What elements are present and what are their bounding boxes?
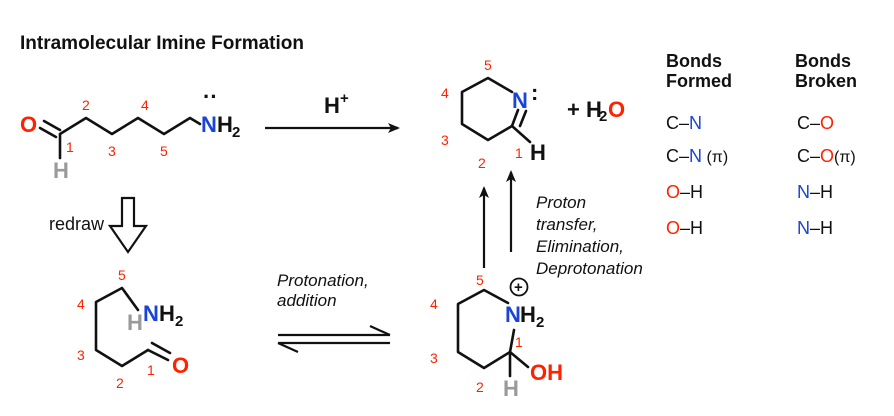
- hemiaminal-number-3: 3: [430, 350, 438, 366]
- redraw-hollow-arrow: [107, 196, 149, 254]
- equilibrium-reverse-barb: [277, 341, 299, 354]
- hemiaminal-number-5: 5: [476, 272, 484, 288]
- imine-ring-chain: [460, 76, 514, 142]
- redraw-label: redraw: [49, 214, 105, 234]
- imine-ch-bond: [510, 124, 532, 144]
- acid-catalyst-h: H: [324, 93, 340, 118]
- redrawn-oxygen: O: [172, 353, 189, 378]
- water-plus-h: + H: [567, 97, 602, 122]
- water-oxygen: O: [608, 97, 625, 122]
- equilibrium-forward-barb: [369, 324, 391, 337]
- imine-hydrogen: H: [530, 140, 546, 165]
- positive-charge-circle: [509, 277, 529, 297]
- carbon-chain: [58, 116, 202, 136]
- cyclic-imine-product: N : H 5 4 3 2 1: [441, 57, 546, 171]
- bonds-broken-header-2: Broken: [795, 71, 857, 91]
- positive-charge-sign: +: [514, 279, 523, 296]
- bonds-broken-column: Bonds Broken C–O C–O(π) N–H N–H: [795, 51, 857, 238]
- redrawn-number-2: 2: [116, 375, 124, 391]
- hemiaminal-subscript-2: 2: [536, 314, 544, 331]
- imine-c-n-double: [518, 109, 528, 128]
- redrawn-co-bond-b: [150, 341, 172, 355]
- start-number-5: 5: [160, 143, 168, 159]
- formed-bond-row: C–N (π): [666, 146, 728, 166]
- redrawn-amine-h: H: [159, 301, 175, 326]
- page-title: Intramolecular Imine Formation: [20, 33, 304, 54]
- hemiaminal-number-2: 2: [476, 379, 484, 395]
- imine-c-n-bond: [510, 108, 520, 128]
- imine-nitrogen: N: [512, 88, 528, 113]
- bonds-formed-column: Bonds Formed C–N C–N (π) O–H O–H: [666, 51, 732, 238]
- product-number-3: 3: [441, 132, 449, 148]
- bonds-formed-header-2: Formed: [666, 71, 732, 91]
- equilibrium-arrows: [277, 324, 391, 354]
- start-number-1: 1: [66, 139, 74, 155]
- start-number-3: 3: [108, 143, 116, 159]
- protonation-label-line1: Protonation,: [277, 271, 369, 290]
- formed-bond-row: C–N: [666, 113, 702, 133]
- imine-lone-pair: :: [531, 80, 538, 105]
- aldehyde-hydrogen: H: [53, 158, 69, 183]
- redrawn-number-5: 5: [118, 267, 126, 283]
- hemiaminal-number-4: 4: [430, 296, 438, 312]
- acid-catalyst-plus: +: [340, 90, 349, 107]
- product-number-1: 1: [515, 145, 523, 161]
- product-number-5: 5: [484, 57, 492, 73]
- protonated-hemiaminal: N H 2 + OH H 5 4 3 2 1: [430, 272, 563, 401]
- broken-bond-row: N–H: [797, 218, 833, 238]
- broken-bond-row: N–H: [797, 182, 833, 202]
- proton-transfer-line1: Proton: [536, 193, 586, 212]
- hemiaminal-hydrogen: H: [503, 376, 519, 401]
- redrawn-number-1: 1: [147, 362, 155, 378]
- protonation-label-line2: addition: [277, 291, 337, 310]
- amine-hydrogen: H: [217, 112, 233, 137]
- redrawn-nitrogen: N: [143, 301, 159, 326]
- broken-bond-row: C–O: [797, 113, 834, 133]
- redrawn-aminoaldehyde: N H 2 H O 5 4 3 2 1: [77, 267, 189, 391]
- hemiaminal-number-1: 1: [515, 334, 523, 350]
- hemiaminal-c-oh-bond: [508, 350, 530, 369]
- co-double-bond-a: [42, 119, 62, 132]
- redrawn-co-bond-a: [146, 348, 170, 362]
- amine-subscript-2: 2: [232, 124, 240, 141]
- broken-bond-row: C–O(π): [797, 146, 856, 166]
- water-subscript: 2: [599, 108, 607, 125]
- start-number-4: 4: [141, 97, 149, 113]
- co-double-bond-b: [38, 126, 58, 139]
- proton-transfer-line4: Deprotonation: [536, 259, 643, 278]
- redrawn-number-4: 4: [77, 296, 85, 312]
- product-number-4: 4: [441, 85, 449, 101]
- start-number-2: 2: [82, 97, 90, 113]
- redrawn-chain: [94, 286, 150, 368]
- hemiaminal-nitrogen: N: [505, 302, 521, 327]
- formed-bond-row: O–H: [666, 218, 703, 238]
- redrawn-aldehyde-h: H: [127, 310, 143, 335]
- amine-nitrogen: N: [201, 112, 217, 137]
- starting-aminoaldehyde: O H N H 2 ·· 1 2 3 4 5: [20, 84, 240, 183]
- proton-transfer-line3: Elimination,: [536, 237, 624, 256]
- bonds-broken-header-1: Bonds: [795, 51, 851, 71]
- aldehyde-oxygen: O: [20, 112, 37, 137]
- redrawn-subscript-2: 2: [175, 313, 183, 330]
- proton-transfer-line2: transfer,: [536, 215, 597, 234]
- amine-lone-pair: ··: [203, 84, 218, 109]
- hemiaminal-hydroxyl: OH: [530, 360, 563, 385]
- bonds-formed-header-1: Bonds: [666, 51, 722, 71]
- hemiaminal-n-h: H: [520, 302, 536, 327]
- product-number-2: 2: [478, 155, 486, 171]
- redrawn-number-3: 3: [77, 347, 85, 363]
- formed-bond-row: O–H: [666, 182, 703, 202]
